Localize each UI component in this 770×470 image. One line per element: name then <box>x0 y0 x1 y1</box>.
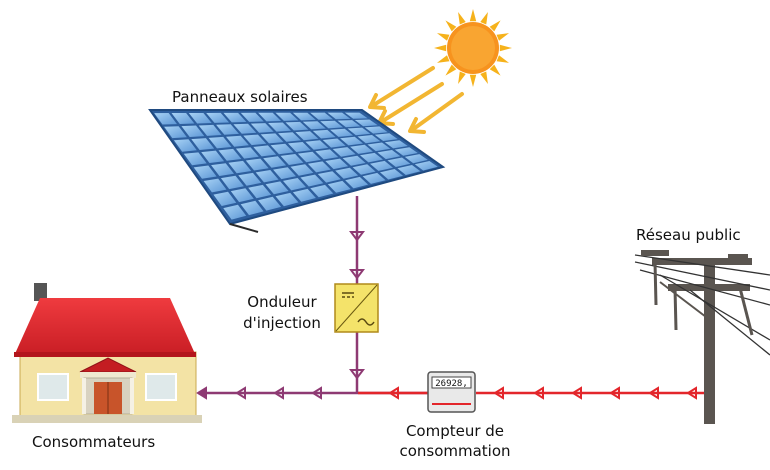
meter-label-line2: consommation <box>399 442 511 460</box>
inverter-label-line1: Onduleur <box>247 293 317 311</box>
panels-label: Panneaux solaires <box>172 88 308 106</box>
solar-panel-icon <box>148 109 446 233</box>
meter-reading: 26928, <box>435 379 468 389</box>
grid-line <box>358 386 710 400</box>
house-icon <box>12 283 202 423</box>
grid-label: Réseau public <box>636 226 741 244</box>
meter-label-line1: Compteur de <box>405 422 505 440</box>
inverter-label-line2: d'injection <box>243 314 321 332</box>
inverter-icon <box>334 283 379 333</box>
meter-icon: 26928, <box>427 371 476 413</box>
dc-line-panel-to-inverter <box>349 196 365 393</box>
sunlight-arrows <box>368 66 464 134</box>
consumers-label: Consommateurs <box>32 433 156 451</box>
utility-pole-icon <box>634 250 770 424</box>
sun-icon <box>434 9 512 87</box>
